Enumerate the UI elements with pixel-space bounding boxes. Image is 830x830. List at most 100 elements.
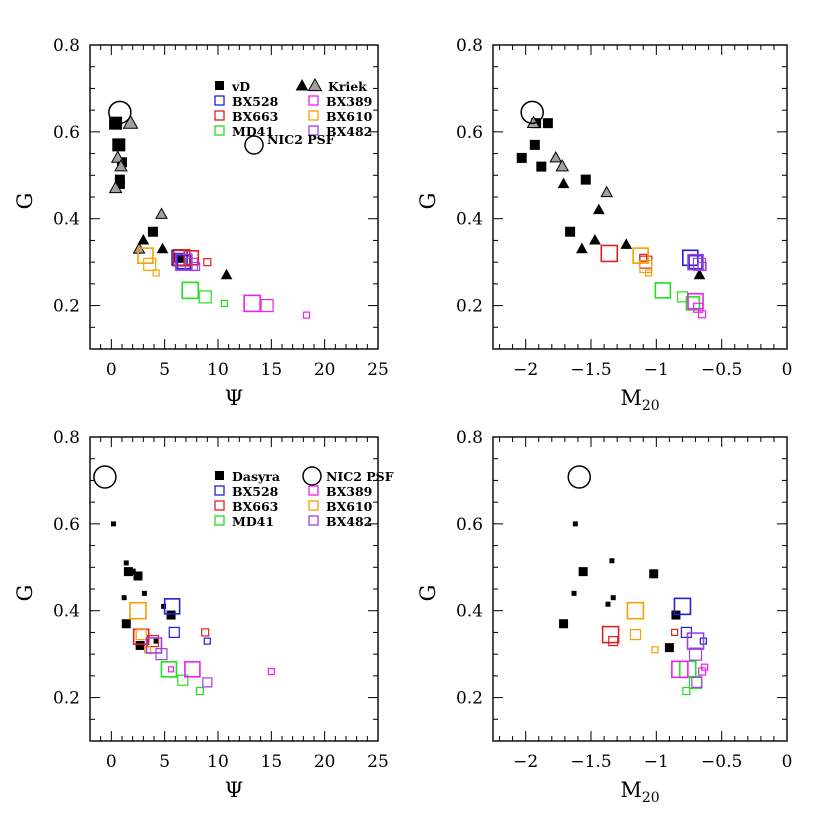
point-bx528 (673, 597, 692, 616)
y-axis-label: G (13, 193, 37, 210)
legend-marker-bx528 (214, 95, 225, 106)
point-nic2-psf (108, 100, 132, 125)
point-vd (147, 226, 158, 237)
point-bx389 (701, 663, 709, 671)
point-bx610 (129, 601, 147, 620)
legend-label: Dasyra (232, 469, 280, 484)
y-tick-label: 0.2 (53, 689, 80, 709)
point-kriek (114, 159, 128, 172)
point-dasyra (135, 640, 145, 650)
point-md41 (160, 661, 178, 678)
x-tick-label: 10 (207, 752, 229, 772)
y-axis-label: G (416, 193, 440, 210)
y-tick-label: 0.6 (53, 123, 80, 143)
x-tick-label: 0 (106, 752, 117, 772)
y-tick-label: 0.4 (53, 602, 80, 622)
point-dasyra (664, 643, 674, 653)
legend-marker-vd (215, 81, 224, 90)
point-bx663 (608, 636, 619, 647)
point-bx389 (260, 298, 274, 313)
point-dasyra (610, 595, 616, 601)
x-axis-label: Ψ (225, 778, 243, 802)
legend-label: MD41 (232, 124, 274, 139)
point-kriek (555, 159, 570, 172)
legend-label: BX610 (326, 499, 373, 514)
point-bx610 (629, 628, 642, 641)
point-kriek (693, 268, 706, 280)
y-tick-label: 0.4 (456, 210, 483, 230)
point-kriek (137, 233, 150, 245)
point-kriek (220, 268, 233, 280)
point-bx482 (202, 677, 213, 688)
x-tick-label: 5 (159, 360, 170, 380)
point-bx663 (201, 628, 210, 637)
point-dasyra (123, 560, 129, 566)
x-tick-label: 0 (782, 752, 793, 772)
x-tick-label: 0 (782, 360, 793, 380)
legend-marker-bx610 (308, 500, 319, 511)
point-bx610 (152, 269, 160, 277)
y-tick-label: 0.6 (456, 515, 483, 535)
point-vd (542, 118, 553, 129)
point-bx528 (203, 637, 211, 645)
point-bx610 (144, 646, 152, 654)
point-md41 (198, 290, 212, 304)
point-bx528 (168, 626, 180, 639)
axes-frame (492, 436, 788, 742)
point-bx389 (697, 310, 707, 319)
legend-label: BX610 (326, 109, 373, 124)
point-vd (516, 152, 527, 163)
legend-marker-bx389 (308, 95, 319, 106)
point-dasyra (153, 638, 159, 644)
legend-marker-md41 (214, 125, 225, 136)
point-dasyra (133, 571, 143, 581)
point-dasyra (129, 568, 136, 575)
point-bx389 (671, 660, 689, 679)
point-kriek (156, 242, 169, 254)
point-dasyra (609, 558, 615, 564)
x-tick-label: −1.5 (570, 360, 611, 380)
point-kriek (108, 180, 123, 194)
x-tick-label: −2 (513, 360, 538, 380)
point-bx482 (686, 632, 705, 650)
y-tick-label: 0.4 (456, 602, 483, 622)
point-bx389 (184, 661, 201, 678)
legend-marker-kriek (307, 77, 323, 92)
x-tick-label: 0 (106, 360, 117, 380)
legend-label: MD41 (232, 514, 274, 529)
point-dasyra (166, 610, 176, 620)
legend-label: NIC2 PSF (326, 469, 394, 484)
x-tick-label: 20 (314, 752, 336, 772)
legend-marker-kriek (295, 79, 309, 91)
legend-marker-bx389 (308, 485, 319, 496)
x-axis-label: Ψ (225, 386, 243, 410)
point-md41 (654, 282, 672, 299)
point-nic2-psf (520, 100, 544, 125)
point-bx482 (145, 637, 163, 654)
point-bx610 (644, 269, 653, 277)
x-axis-label: M20 (620, 778, 659, 806)
legend-marker-bx663 (214, 500, 225, 511)
point-bx663 (146, 635, 160, 648)
point-bx389 (687, 292, 704, 310)
point-md41 (682, 686, 691, 696)
legend-marker-nic2-psf (302, 466, 322, 486)
point-bx663 (639, 255, 653, 269)
y-tick-label: 0.2 (456, 689, 483, 709)
legend-label: vD (231, 79, 250, 94)
x-tick-label: 25 (367, 752, 389, 772)
point-kriek (155, 207, 168, 219)
point-kriek (589, 233, 601, 245)
point-bx389 (267, 667, 275, 676)
point-dasyra (123, 567, 133, 577)
point-bx482 (691, 676, 703, 688)
point-bx663 (203, 258, 212, 267)
x-tick-label: −1 (644, 752, 669, 772)
point-kriek (122, 114, 139, 129)
point-dasyra (141, 590, 147, 596)
x-tick-label: −1 (644, 360, 669, 380)
